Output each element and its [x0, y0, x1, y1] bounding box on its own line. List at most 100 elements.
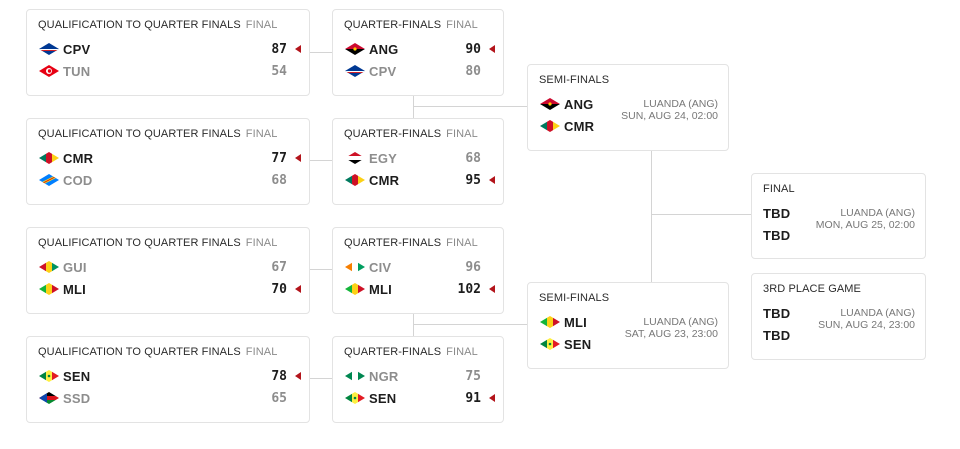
team-code: NGR	[369, 368, 399, 384]
team-score: 65	[271, 390, 287, 406]
team-score: 87	[271, 41, 287, 57]
egy-flag-icon	[345, 152, 365, 164]
venue-name: LUANDA (ANG)	[643, 98, 718, 110]
match-card-semifinal-2[interactable]: SEMI-FINALS MLI SEN LUANDA (ANG) SAT, AU…	[527, 282, 729, 369]
team-code: CIV	[369, 259, 392, 275]
team-row-loser: CPV 80	[344, 62, 495, 80]
match-card-semifinal-1[interactable]: SEMI-FINALS ANG CMR LUANDA (ANG) SUN, AU…	[527, 64, 729, 151]
match-card-final[interactable]: FINAL TBD TBD LUANDA (ANG) MON, AUG 25, …	[751, 173, 926, 259]
team-code: MLI	[369, 281, 392, 297]
winner-arrow-icon	[295, 45, 301, 53]
ang-flag-icon	[540, 98, 560, 110]
team-score: 95	[465, 172, 481, 188]
team-row-loser: TUN 54	[38, 62, 301, 80]
team-row-winner: CPV 87	[38, 40, 301, 58]
team-row: ANG	[539, 95, 720, 113]
team-row: TBD	[763, 304, 917, 322]
team-code: CMR	[369, 172, 400, 188]
match-status: FINAL	[245, 346, 278, 358]
round-header: SEMI-FINALS	[539, 74, 610, 86]
connector-line	[413, 106, 527, 107]
team-row-winner: CMR 95	[344, 171, 495, 189]
team-code: GUI	[63, 259, 87, 275]
cmr-flag-icon	[345, 174, 365, 186]
team-code: SEN	[564, 336, 592, 352]
venue-name: LUANDA (ANG)	[840, 207, 915, 219]
team-row-winner: MLI 70	[38, 280, 301, 298]
match-venue-info: LUANDA (ANG) SUN, AUG 24, 02:00	[621, 98, 718, 122]
team-score: 54	[271, 63, 287, 79]
match-status: FINAL	[245, 237, 278, 249]
winner-arrow-icon	[295, 154, 301, 162]
connector-line	[413, 313, 414, 337]
team-code: MLI	[564, 314, 587, 330]
connector-line	[651, 214, 751, 215]
match-datetime: SUN, AUG 24, 02:00	[621, 110, 718, 122]
team-code: TUN	[63, 63, 91, 79]
team-score: 70	[271, 281, 287, 297]
match-status: FINAL	[245, 128, 278, 140]
cod-flag-icon	[39, 174, 59, 186]
match-venue-info: LUANDA (ANG) SAT, AUG 23, 23:00	[625, 316, 718, 340]
connector-line	[413, 324, 527, 325]
team-score: 80	[465, 63, 481, 79]
ssd-flag-icon	[39, 392, 59, 404]
team-row-winner: SEN 78	[38, 367, 301, 385]
team-code: ANG	[564, 96, 594, 112]
team-score: 75	[465, 368, 481, 384]
round-header: SEMI-FINALS	[539, 292, 610, 304]
match-status: FINAL	[446, 237, 478, 249]
mli-flag-icon	[540, 316, 560, 328]
team-code: CMR	[63, 150, 94, 166]
civ-flag-icon	[345, 261, 365, 273]
team-row: MLI	[539, 313, 720, 331]
winner-arrow-icon	[489, 394, 495, 402]
connector-line	[413, 95, 414, 119]
match-status: FINAL	[446, 19, 478, 31]
team-row-winner: MLI 102	[344, 280, 495, 298]
team-score: 67	[271, 259, 287, 275]
match-venue-info: LUANDA (ANG) MON, AUG 25, 02:00	[816, 207, 915, 231]
team-code: SSD	[63, 390, 91, 406]
team-row-loser: GUI 67	[38, 258, 301, 276]
match-datetime: SUN, AUG 24, 23:00	[818, 319, 915, 331]
winner-arrow-icon	[489, 45, 495, 53]
team-code: COD	[63, 172, 93, 188]
round-header: 3RD PLACE GAME	[763, 283, 861, 295]
match-card-third-place[interactable]: 3RD PLACE GAME TBD TBD LUANDA (ANG) SUN,…	[751, 273, 926, 360]
round-header: FINAL	[763, 183, 795, 195]
team-score: 78	[271, 368, 287, 384]
team-code: SEN	[63, 368, 91, 384]
mli-flag-icon	[39, 283, 59, 295]
cmr-flag-icon	[540, 120, 560, 132]
team-row: TBD	[763, 204, 917, 222]
venue-name: LUANDA (ANG)	[643, 316, 718, 328]
team-code: ANG	[369, 41, 399, 57]
connector-line	[309, 269, 332, 270]
team-score: 91	[465, 390, 481, 406]
team-score: 68	[271, 172, 287, 188]
winner-arrow-icon	[489, 176, 495, 184]
team-code: SEN	[369, 390, 397, 406]
connector-line	[309, 378, 332, 379]
team-row-winner: SEN 91	[344, 389, 495, 407]
team-score: 96	[465, 259, 481, 275]
team-code: TBD	[763, 327, 791, 343]
match-status: FINAL	[446, 346, 478, 358]
team-code: TBD	[763, 205, 791, 221]
team-row-winner: ANG 90	[344, 40, 495, 58]
team-score: 102	[457, 281, 481, 297]
